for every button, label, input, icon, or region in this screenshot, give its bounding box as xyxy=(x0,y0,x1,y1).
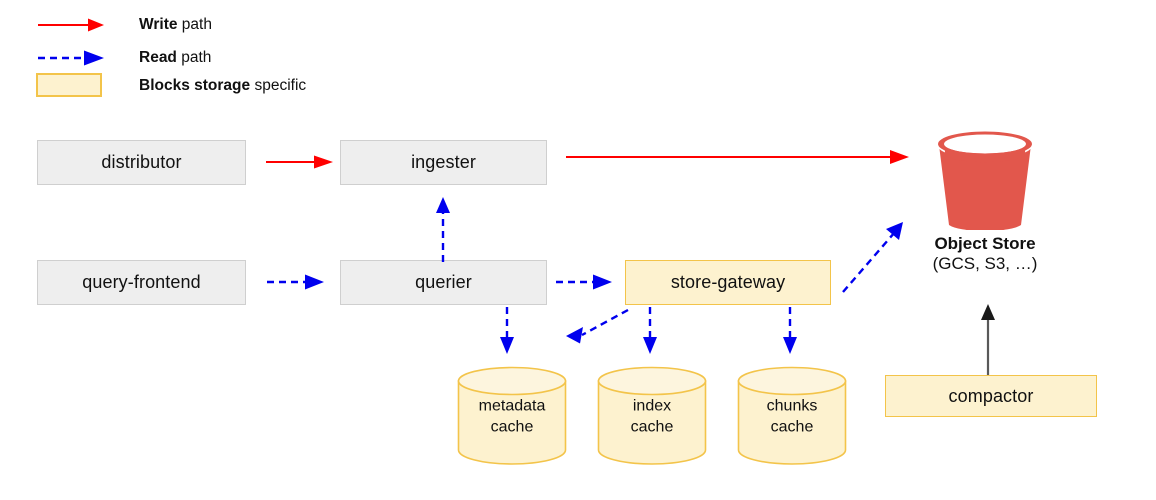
node-compactor[interactable]: compactor xyxy=(885,375,1097,417)
node-compactor-label: compactor xyxy=(948,385,1034,406)
arrow-compactor-to-object-store xyxy=(981,304,995,375)
legend-item-read-path: Read path xyxy=(36,45,211,71)
object-store-subtitle: (GCS, S3, …) xyxy=(932,254,1038,273)
yellow-swatch-icon xyxy=(36,73,106,99)
arrow-querier-to-ingester xyxy=(436,197,450,262)
node-querier-label: querier xyxy=(415,272,472,292)
node-querier[interactable]: querier xyxy=(340,260,547,305)
arrow-querier-to-metadata-cache xyxy=(500,307,514,354)
arrow-distributor-to-ingester xyxy=(266,155,333,169)
arrow-store-gateway-to-object-store xyxy=(842,222,903,293)
node-distributor[interactable]: distributor xyxy=(37,140,246,185)
legend-label-blocks-storage: Blocks storage specific xyxy=(139,77,307,94)
solid-red-arrow-icon xyxy=(36,12,106,38)
node-query-frontend[interactable]: query-frontend xyxy=(37,260,246,305)
object-store-title: Object Store xyxy=(934,234,1036,253)
legend-label-write-path: Write path xyxy=(139,16,212,33)
node-store-gateway[interactable]: store-gateway xyxy=(625,260,831,305)
arrow-query-frontend-to-querier xyxy=(267,274,324,290)
bucket-icon xyxy=(938,131,1032,232)
object-store[interactable]: Object Store (GCS, S3, …) xyxy=(920,130,1050,280)
node-store-gateway-label: store-gateway xyxy=(670,272,786,292)
node-query-frontend-label: query-frontend xyxy=(82,272,201,292)
node-distributor-label: distributor xyxy=(101,152,182,172)
arrow-ingester-to-object-store xyxy=(566,150,909,164)
node-ingester-label: ingester xyxy=(411,152,476,172)
arrow-store-gateway-to-metadata-cache xyxy=(566,308,629,344)
arrow-store-gateway-to-chunks-cache xyxy=(783,307,797,354)
node-ingester[interactable]: ingester xyxy=(340,140,547,185)
dashed-blue-arrow-icon xyxy=(36,45,106,71)
cache-chunks-cache[interactable]: chunks cache xyxy=(737,366,847,465)
cache-metadata-cache[interactable]: metadata cache xyxy=(457,366,567,465)
legend-item-write-path: Write path xyxy=(36,12,212,38)
arrow-querier-to-store-gateway xyxy=(556,274,612,290)
legend-item-blocks-storage: Blocks storage specific xyxy=(36,73,306,99)
legend-label-read-path: Read path xyxy=(139,49,212,66)
cache-index-cache[interactable]: index cache xyxy=(597,366,707,465)
arrow-store-gateway-to-index-cache xyxy=(643,307,657,354)
